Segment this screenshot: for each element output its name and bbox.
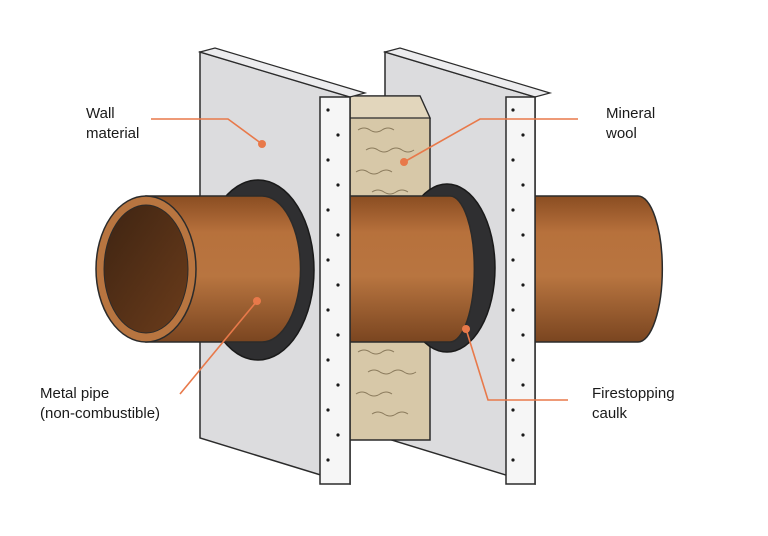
wall-edge-dots-left [326, 108, 340, 462]
wool-fiber-texture [355, 127, 417, 417]
label-wall-material-line1: Wall [86, 105, 115, 122]
leader-metal-pipe [179, 300, 258, 395]
leader-wall-material [151, 118, 263, 145]
label-firestopping-caulk-line1: Firestopping [592, 385, 675, 402]
leader-firestopping-caulk [465, 328, 568, 401]
label-mineral-wool-line2: wool [606, 125, 637, 142]
label-mineral-wool: Mineral wool [606, 104, 655, 144]
pipe-front-segment [95, 195, 302, 343]
label-metal-pipe-line2: (non-combustible) [40, 405, 161, 422]
leader-dots [253, 140, 470, 333]
label-firestopping-caulk: Firestopping caulk [592, 384, 675, 424]
pipe-middle-segment [317, 195, 476, 343]
pipe-open-end-interior [103, 204, 189, 334]
label-mineral-wool-line1: Mineral [606, 105, 656, 122]
label-metal-pipe-line1: Metal pipe [40, 385, 110, 402]
label-wall-material: Wall material [86, 104, 139, 144]
label-wall-material-line2: material [86, 125, 140, 142]
pipe-right-segment [519, 195, 664, 343]
label-firestopping-caulk-line2: caulk [592, 405, 628, 422]
wall-edge-dots-right [511, 108, 525, 462]
leader-lines [151, 118, 578, 401]
leader-mineral-wool [403, 118, 578, 163]
label-metal-pipe: Metal pipe (non-combustible) [40, 384, 160, 424]
